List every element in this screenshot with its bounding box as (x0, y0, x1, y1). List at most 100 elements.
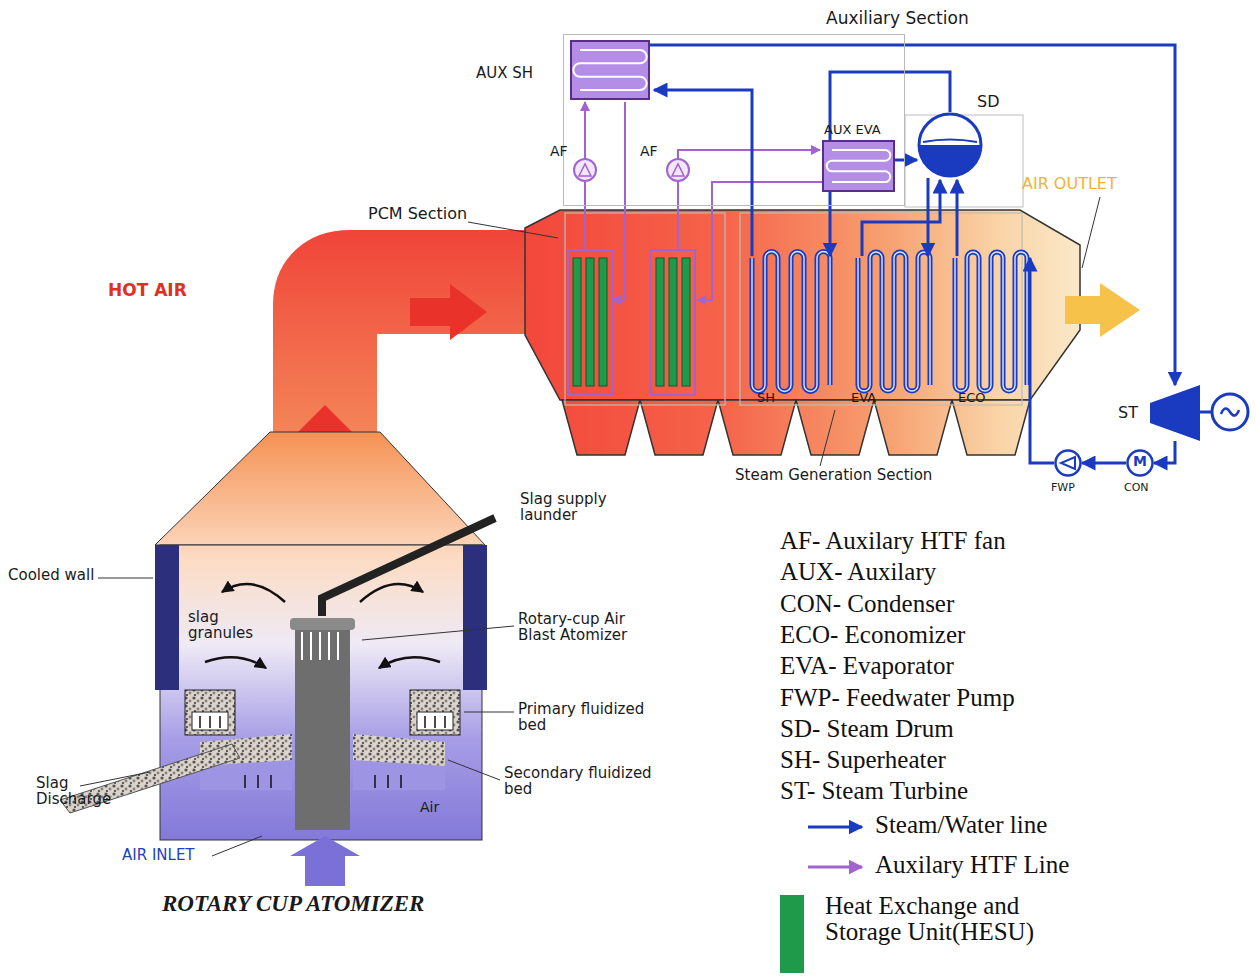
rotary-cup (290, 618, 355, 630)
steam-water-pipes (654, 90, 752, 256)
pcm-section-frame (565, 213, 725, 405)
pump-outline (1054, 449, 1082, 477)
part-label: Slag Discharge (36, 776, 136, 808)
legend-text: ECO- Economizer (780, 622, 965, 648)
legend-text: AF- Auxilary HTF fan (780, 528, 1006, 554)
secondary-fluidized-bed (353, 734, 445, 766)
coil-tube (752, 252, 830, 392)
legend-text: CON- Condenser (780, 591, 954, 617)
granule-flow-arrows (379, 657, 440, 668)
htf-fans (672, 164, 684, 176)
htf-lines (612, 102, 625, 300)
generator-symbol (1212, 394, 1248, 430)
part-label: PCM Section (368, 206, 467, 223)
htf-lines (568, 250, 612, 395)
turbine-outline (1150, 385, 1200, 441)
leader-lines (212, 836, 262, 856)
leader-lines (468, 222, 558, 238)
drum-frame (905, 115, 1023, 207)
part-label: AF (550, 144, 568, 159)
leader-lines (80, 197, 1100, 856)
legend-swatch (780, 895, 804, 973)
node-label: FWP (1051, 481, 1075, 494)
part-label: Air (420, 800, 439, 815)
legend-text: Steam/Water line (875, 812, 1047, 838)
aux-evaporator: AUX EVA (822, 140, 895, 192)
htf-fans (579, 164, 591, 176)
part-label: AIR OUTLET (1022, 176, 1117, 193)
hesu-bars (656, 258, 664, 386)
steam-drum: SD (917, 112, 983, 178)
part-label: SH (757, 391, 775, 405)
legend-text: ST- Steam Turbine (780, 778, 968, 804)
leader-lines (98, 578, 153, 579)
secondary-fluidized-bed (200, 766, 292, 790)
cup-ribs (302, 632, 338, 660)
legend-text: SH- Superheater (780, 747, 946, 773)
steam-line (650, 45, 1175, 385)
granule-flow-arrows (205, 657, 266, 668)
htf-lines (678, 150, 820, 159)
aux-superheater: AUX SH (570, 40, 650, 100)
legend-text: SD- Steam Drum (780, 716, 954, 742)
air-inlet-arrow (290, 836, 360, 886)
legend-text: Auxilary HTF Line (875, 852, 1069, 878)
part-label: Primary fluidized bed (518, 702, 658, 734)
node-label: AUX SH (476, 64, 533, 82)
steam-water-pipes (1200, 411, 1212, 414)
leader-lines (80, 772, 150, 786)
legend-text: FWP- Feedwater Pump (780, 685, 1015, 711)
steam-water-pipes (654, 72, 1212, 463)
part-label: Steam Generation Section (735, 468, 932, 484)
hx-outline (822, 140, 895, 192)
steam-water-pipes (927, 178, 930, 256)
ash-hoppers (874, 400, 952, 455)
hesu-bars (573, 258, 690, 386)
ash-hoppers (952, 400, 1030, 455)
atomizer-shaft (295, 628, 350, 830)
condenser: MCON (1126, 449, 1154, 477)
hx-outline (570, 40, 650, 100)
leader-lines (448, 760, 500, 780)
steam-coils (752, 252, 1027, 392)
slag-launder (322, 518, 495, 616)
part-label: Rotary-cup Air Blast Atomizer (518, 612, 648, 644)
cooled-wall (463, 545, 487, 690)
node-label: ST (1118, 403, 1138, 422)
coil-tube (858, 252, 930, 391)
heat-recovery-duct (525, 210, 1080, 400)
node-label: M (1126, 454, 1154, 468)
steam-water-pipes (956, 180, 959, 256)
coil-tube (955, 252, 1027, 391)
ash-hoppers (796, 400, 874, 455)
htf-fans (574, 159, 596, 181)
part-label: AF (640, 144, 658, 159)
feedwater-pump: FWP (1054, 449, 1082, 477)
htf-fans (667, 159, 689, 181)
steam-line (895, 159, 917, 162)
coil-tube (752, 252, 830, 392)
part-label: slag granules (188, 610, 268, 642)
part-label: Cooled wall (8, 568, 94, 584)
part-label: Slag supply launder (520, 492, 630, 524)
hesu-bars (682, 258, 690, 386)
ash-hoppers (562, 400, 640, 455)
hesu-bars (669, 258, 677, 386)
vessel-body (160, 545, 482, 840)
granule-flow-arrows (222, 584, 285, 602)
htf-lines (584, 181, 586, 250)
node-label: SD (977, 92, 999, 111)
drum-outline (917, 112, 983, 178)
primary-fluidized-bed (410, 690, 460, 735)
legend-text: Heat Exchange and Storage Unit(HESU) (825, 893, 1055, 946)
hesu-bars (599, 258, 607, 386)
node-label: AUX EVA (824, 122, 881, 137)
part-label: Secondary fluidized bed (504, 766, 674, 798)
legend-text: EVA- Evaporator (780, 653, 954, 679)
part-label: AIR INLET (122, 848, 195, 864)
node-label: CON (1124, 481, 1149, 494)
steam-turbine: ST (1150, 385, 1200, 441)
htf-lines (584, 102, 586, 159)
part-label: ROTARY CUP ATOMIZER (162, 892, 424, 916)
granule-flow-arrows (360, 584, 423, 602)
